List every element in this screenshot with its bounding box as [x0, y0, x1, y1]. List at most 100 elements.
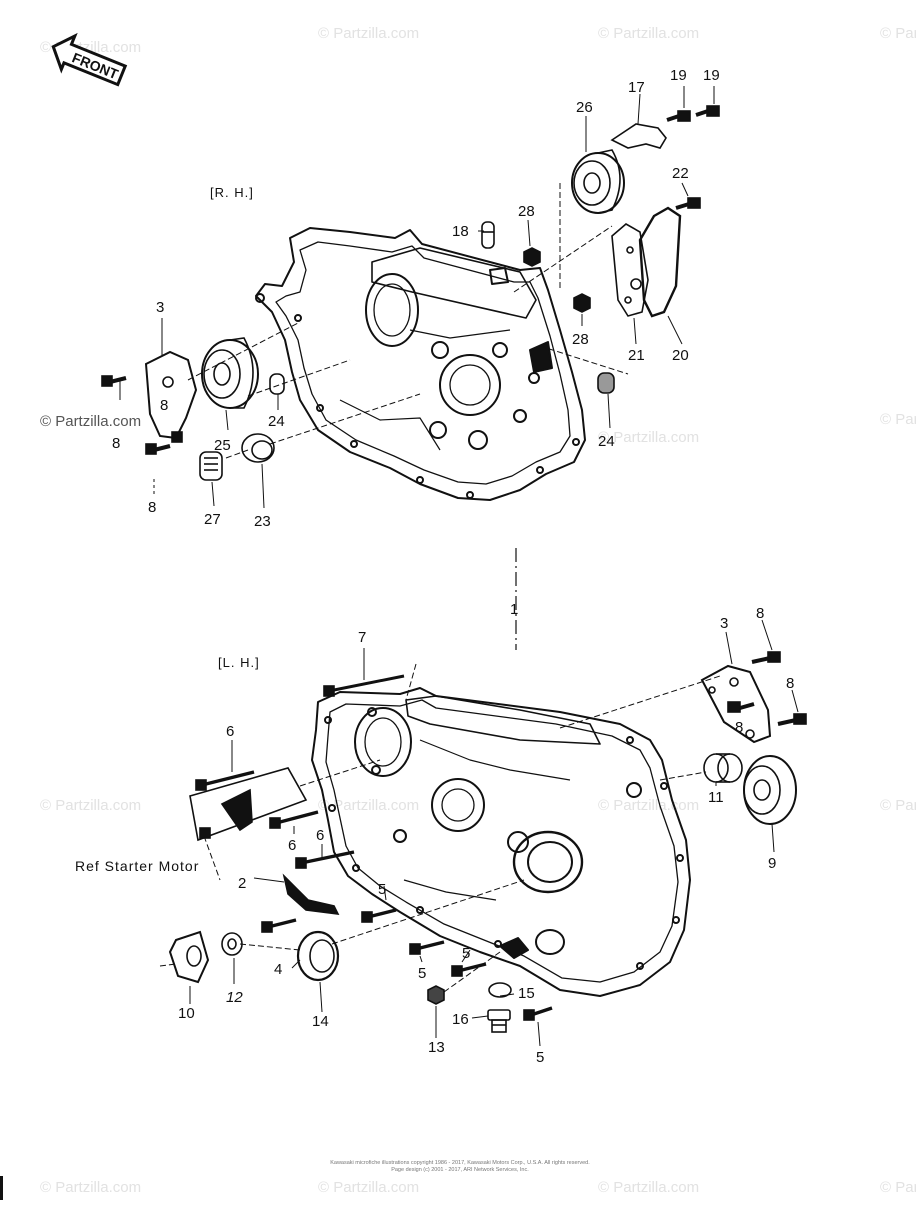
drain-plug-16-icon	[487, 1009, 511, 1033]
gasket-20-icon	[638, 206, 682, 318]
watermark-dark: © Partzilla.com	[40, 413, 141, 430]
bolt-22-icon	[675, 197, 701, 210]
copyright-line: Kawasaki microfiche illustrations copyri…	[330, 1160, 590, 1166]
callout-8: 8	[112, 435, 120, 452]
watermark: © Partzilla.com	[880, 411, 916, 428]
rh-parts	[101, 105, 720, 481]
callout-11: 11	[708, 789, 724, 806]
plate-2-icon	[282, 873, 340, 915]
callout-15: 15	[518, 985, 535, 1002]
copyright-line: Page design (c) 2001 - 2017, ARI Network…	[391, 1167, 529, 1173]
lh-parts	[168, 651, 807, 1033]
callout-8: 8	[160, 397, 168, 414]
callout-25: 25	[214, 437, 231, 454]
watermark: © Partzilla.com	[880, 797, 916, 814]
callout-numbers: 17 19 19 26 22 18 28 28 3 8 8 8 25 24 24…	[112, 67, 794, 1066]
watermark: © Partzilla.com	[40, 797, 141, 814]
callout-6: 6	[288, 837, 296, 854]
crankcase-lh	[311, 687, 691, 997]
callout-19: 19	[670, 67, 687, 84]
callout-2: 2	[238, 875, 246, 892]
callout-18: 18	[452, 223, 469, 240]
bearing-26-icon	[571, 149, 625, 214]
callout-1: 1	[510, 601, 518, 618]
callout-14: 14	[312, 1013, 329, 1030]
bracket-17-icon	[610, 123, 667, 149]
bolt-8-icon	[101, 375, 183, 455]
needle-bearing-11-icon	[703, 753, 743, 783]
washer-12-icon	[221, 932, 243, 956]
bearing-25-icon	[201, 337, 259, 409]
callout-5: 5	[536, 1049, 544, 1066]
callout-3: 3	[720, 615, 728, 632]
crankcase-rh	[255, 227, 586, 501]
bolt-5-icon	[261, 908, 553, 1021]
bearing-9-icon	[743, 755, 797, 825]
cap-10-icon	[168, 930, 210, 984]
callout-3: 3	[156, 299, 164, 316]
watermark: © Partzilla.com	[318, 1179, 419, 1196]
watermark: © Partzilla.com	[40, 1179, 141, 1196]
dowel-18-icon	[481, 221, 495, 249]
callout-9: 9	[768, 855, 776, 872]
watermark: © Partzilla.com	[318, 797, 419, 814]
callout-8: 8	[148, 499, 156, 516]
callout-8: 8	[786, 675, 794, 692]
callout-10: 10	[178, 1005, 195, 1022]
nut-13-icon	[427, 985, 445, 1005]
callout-17: 17	[628, 79, 645, 96]
callout-27: 27	[204, 511, 221, 528]
dowel-24-icon	[269, 373, 285, 395]
section-label-rh: [R. H.]	[210, 185, 254, 200]
callout-21: 21	[628, 347, 645, 364]
callout-8: 8	[735, 719, 743, 736]
starter-bracket-icon	[189, 767, 308, 842]
cover-3-lh-icon	[700, 664, 772, 744]
page-edge-mark	[0, 1176, 3, 1200]
callout-5: 5	[378, 881, 386, 898]
oil-seal-14-icon	[296, 930, 340, 982]
watermark: © Partzilla.com	[318, 25, 419, 42]
callout-20: 20	[672, 347, 689, 364]
callout-24: 24	[268, 413, 285, 430]
section-label-lh: [L. H.]	[218, 655, 260, 670]
bolt-7-icon	[323, 674, 405, 697]
gasket-15-icon	[488, 982, 512, 998]
callout-13: 13	[428, 1039, 445, 1056]
callout-8: 8	[756, 605, 764, 622]
needle-bearing-27-icon	[199, 451, 223, 481]
bolt-19-icon	[666, 105, 720, 122]
callout-28: 28	[572, 331, 589, 348]
callout-4: 4	[274, 961, 282, 978]
callout-7: 7	[358, 629, 366, 646]
bolt-8-lh-icon	[727, 651, 807, 726]
callout-19: 19	[703, 67, 720, 84]
callout-24: 24	[598, 433, 615, 450]
plate-21-icon	[611, 223, 649, 317]
watermark: © Partzilla.com	[880, 25, 916, 42]
callout-5: 5	[462, 945, 470, 962]
rh-leader-lines	[119, 86, 715, 509]
watermark: © Partzilla.com	[598, 1179, 699, 1196]
callout-23: 23	[254, 513, 271, 530]
callout-12: 12	[226, 989, 243, 1006]
callout-5: 5	[418, 965, 426, 982]
callout-26: 26	[576, 99, 593, 116]
watermarks: © Partzilla.com © Partzilla.com © Partzi…	[40, 25, 916, 1196]
bolt-6-icon	[195, 770, 355, 869]
collar-23-icon	[241, 433, 275, 463]
callout-16: 16	[452, 1011, 469, 1028]
callout-6: 6	[226, 723, 234, 740]
watermark: © Partzilla.com	[598, 429, 699, 446]
callout-28: 28	[518, 203, 535, 220]
callout-6: 6	[316, 827, 324, 844]
cover-3-icon	[144, 350, 198, 440]
watermark: © Partzilla.com	[880, 1179, 916, 1196]
watermark: © Partzilla.com	[598, 797, 699, 814]
lh-leader-lines	[159, 619, 799, 1047]
ref-starter-motor-note: Ref Starter Motor	[75, 858, 199, 874]
copyright-footer: Kawasaki microfiche illustrations copyri…	[250, 1160, 670, 1174]
watermark: © Partzilla.com	[598, 25, 699, 42]
